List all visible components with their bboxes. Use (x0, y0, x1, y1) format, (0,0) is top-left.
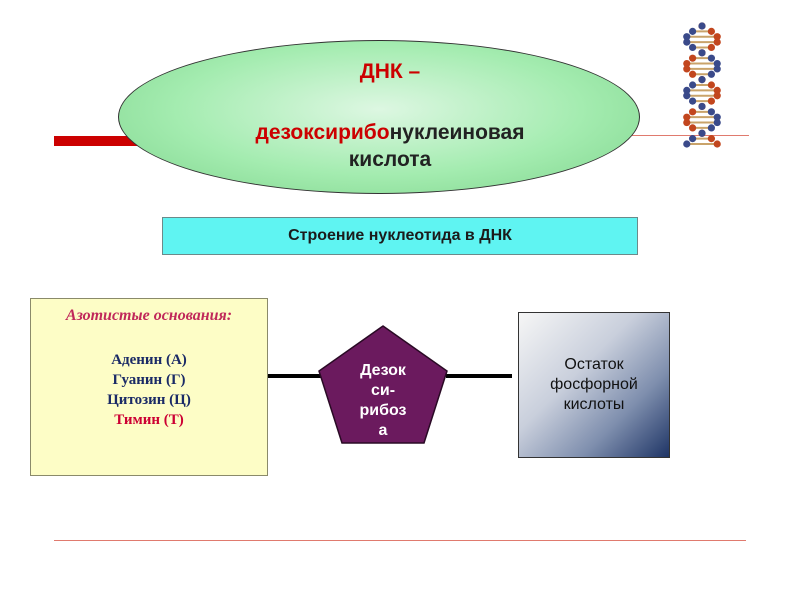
helix-atom (713, 92, 721, 100)
helix-atom (707, 97, 716, 105)
helix-atom (688, 70, 697, 78)
helix-atom (713, 140, 721, 148)
bottom-divider-line (54, 540, 746, 541)
helix-atom (688, 108, 697, 116)
subtitle-box: Строение нуклеотида в ДНК (162, 217, 638, 255)
deoxyribose-label: Дезок си- рибоз а (359, 362, 407, 439)
base-thymine: Тимин (Т) (114, 412, 184, 428)
helix-atom (698, 129, 706, 137)
helix-atom (683, 118, 691, 127)
helix-atom (688, 54, 697, 62)
helix-atom (698, 22, 706, 30)
helix-atom (683, 86, 691, 94)
helix-atom (688, 135, 697, 143)
helix-atom (683, 59, 691, 68)
helix-atom (698, 76, 706, 84)
title-red-part: дезоксирибо (255, 121, 390, 144)
helix-atom (707, 54, 716, 62)
helix-atom (707, 70, 716, 78)
helix-atom (713, 65, 721, 73)
helix-atom (707, 124, 716, 132)
helix-atom (698, 102, 706, 111)
helix-atom (683, 33, 691, 41)
deoxyribose-pentagon (318, 325, 448, 444)
helix-atom (707, 81, 716, 89)
phosphate-box (518, 312, 670, 458)
title-ellipse (118, 40, 640, 194)
helix-atom (698, 49, 706, 57)
title-last-word: кислота (348, 148, 432, 171)
helix-atom (707, 43, 716, 52)
helix-atom (713, 113, 721, 121)
helix-atom (713, 38, 721, 46)
red-accent-bar (54, 136, 144, 146)
helix-atom (683, 65, 691, 73)
title-black-part: нуклеиновая (389, 121, 525, 144)
helix-atom (713, 33, 721, 41)
helix-atom (688, 81, 697, 89)
dna-helix-icon (683, 22, 721, 148)
subtitle-text: Строение нуклеотида в ДНК (288, 227, 512, 244)
helix-atom (707, 27, 716, 35)
helix-atom (683, 38, 691, 46)
helix-atom (688, 27, 697, 35)
phosphate-label: Остаток фосфорной кислоты (550, 356, 638, 413)
helix-atom (688, 43, 697, 52)
helix-atom (707, 135, 716, 143)
helix-atom (683, 92, 691, 100)
helix-atom (713, 86, 721, 94)
helix-atom (713, 59, 721, 68)
helix-atom (683, 113, 691, 121)
bases-heading: Азотистые основания: (65, 307, 233, 324)
helix-atom (713, 118, 721, 127)
helix-atom (688, 97, 697, 105)
bases-box (30, 298, 268, 476)
title-abbreviation: ДНК – (359, 60, 421, 83)
base-adenine: Аденин (А) (111, 352, 187, 368)
helix-atom (688, 124, 697, 132)
title-full-name: дезоксирибонуклеиновая (190, 121, 590, 145)
base-cytosine: Цитозин (Ц) (107, 392, 191, 408)
base-guanine: Гуанин (Г) (112, 372, 186, 388)
helix-atom (707, 108, 716, 116)
connector-line-left (268, 374, 322, 378)
connector-line-right (446, 374, 512, 378)
helix-atom (683, 140, 691, 148)
